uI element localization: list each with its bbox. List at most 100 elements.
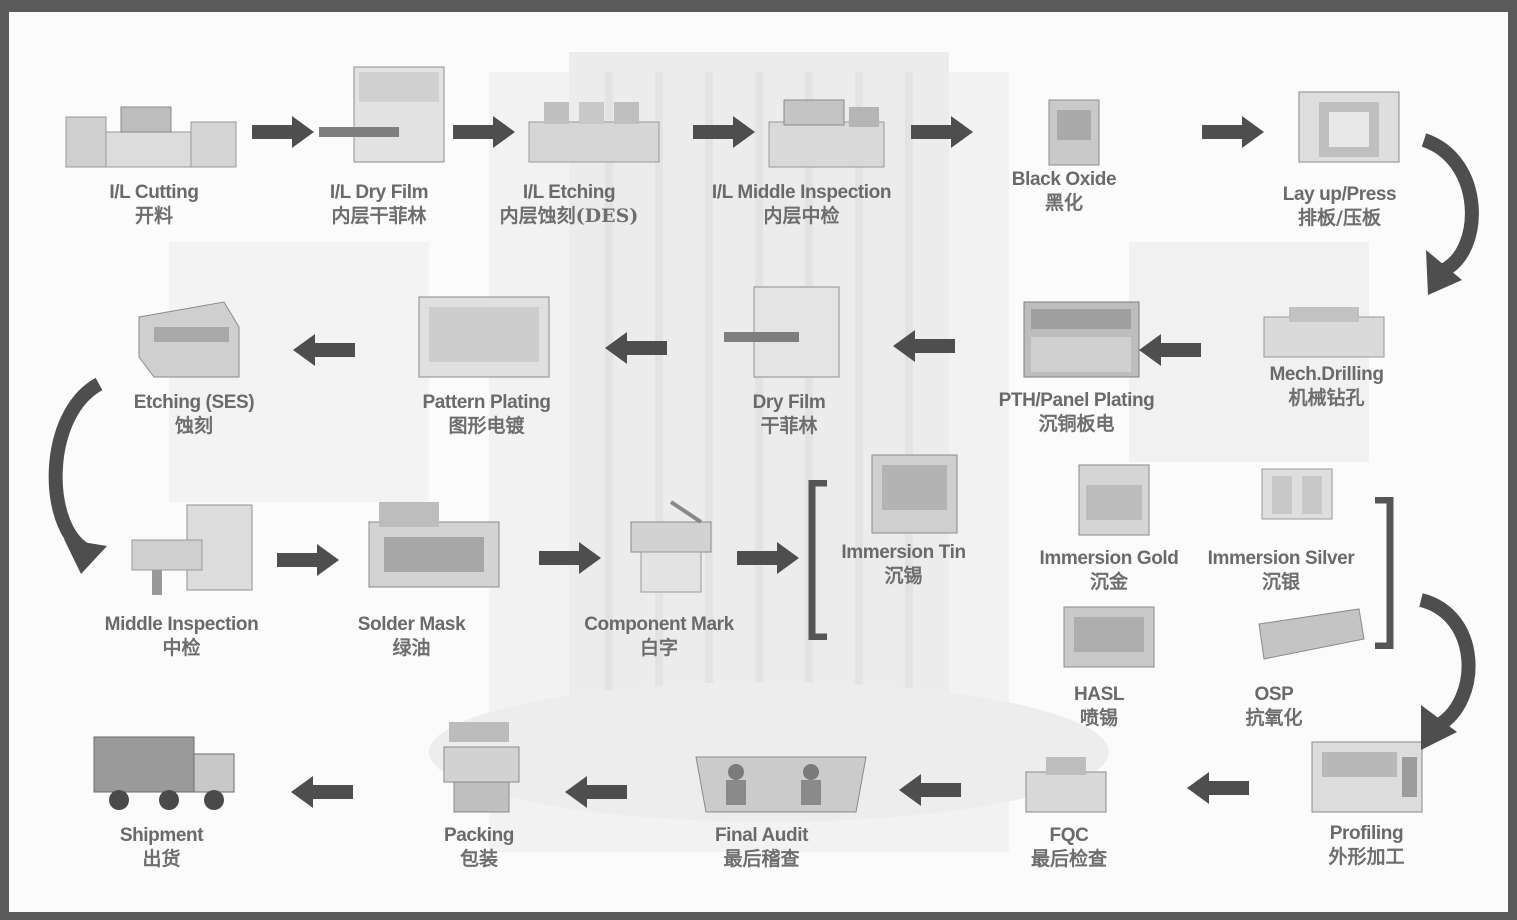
step-mech-drilling: Mech.Drilling 机械钻孔 [1239, 364, 1414, 410]
step-pattern-plating: Pattern Plating 图形电镀 [394, 392, 579, 438]
step-il-etching: I/L Etching 内层蚀刻(DES) [479, 182, 659, 228]
il-cutting-machine-image [61, 102, 241, 172]
arrow-right-4 [911, 116, 975, 148]
step-label-cn: 内层蚀刻(DES) [500, 204, 639, 228]
step-black-oxide: Black Oxide 黑化 [984, 169, 1144, 215]
step-label-en: I/L Middle Inspection [712, 182, 891, 204]
step-label-cn: 开料 [135, 204, 173, 228]
pth-panel-plating-machine-image [1019, 297, 1144, 382]
immersion-silver-machine-image [1257, 464, 1337, 524]
step-osp: OSP 抗氧化 [1219, 684, 1329, 730]
hasl-machine-image [1059, 597, 1159, 672]
step-label-cn: 沉锡 [884, 564, 922, 588]
osp-machine-image [1254, 604, 1369, 664]
step-fqc: FQC 最后检查 [1004, 825, 1134, 871]
step-label-cn: 沉金 [1090, 570, 1128, 594]
curved-arrow-right-bottom [1409, 590, 1484, 755]
step-immersion-silver: Immersion Silver 沉银 [1191, 548, 1371, 594]
step-label-en: Final Audit [715, 825, 808, 847]
step-dry-film: Dry Film 干菲林 [719, 392, 859, 438]
arrow-right-5 [1202, 116, 1266, 148]
arrow-right-6 [277, 544, 341, 576]
step-label-cn: 白字 [640, 636, 678, 660]
step-label-cn: 抗氧化 [1245, 706, 1302, 730]
step-label-en: Shipment [120, 825, 203, 847]
arrow-left-1 [1137, 334, 1201, 366]
step-label-cn: 喷锡 [1080, 706, 1118, 730]
step-pth-panel-plating: PTH/Panel Plating 沉铜板电 [969, 390, 1184, 436]
step-label-en: Packing [444, 825, 514, 847]
dry-film-machine-image [719, 282, 844, 382]
step-label-en: I/L Dry Film [330, 182, 428, 204]
arrow-left-5 [1185, 772, 1249, 804]
step-label-cn: 干菲林 [760, 414, 817, 438]
il-dry-film-machine-image [314, 62, 449, 167]
il-middle-inspection-machine-image [764, 92, 889, 172]
etching-ses-machine-image [134, 297, 244, 382]
black-oxide-machine-image [1039, 90, 1109, 170]
step-label-en: Profiling [1330, 823, 1403, 845]
step-label-cn: 沉银 [1262, 570, 1300, 594]
step-label-en: Pattern Plating [422, 392, 550, 414]
step-label-cn: 图形电镀 [448, 414, 524, 438]
step-label-cn: 中检 [162, 636, 200, 660]
step-label-en: OSP [1255, 684, 1294, 706]
step-label-en: Lay up/Press [1283, 184, 1396, 206]
step-label-cn: 黑化 [1045, 191, 1083, 215]
arrow-left-6 [897, 774, 961, 806]
step-etching-ses: Etching (SES) 蚀刻 [104, 392, 284, 438]
curved-arrow-left [39, 374, 114, 579]
step-label-cn: 蚀刻 [175, 414, 213, 438]
step-label-en: PTH/Panel Plating [999, 390, 1155, 412]
middle-inspection-machine-image [127, 500, 257, 600]
step-profiling: Profiling 外形加工 [1299, 823, 1434, 869]
step-label-en: I/L Cutting [109, 182, 198, 204]
step-label-en: FQC [1050, 825, 1089, 847]
il-etching-machine-image [524, 97, 664, 167]
arrow-right-2 [453, 116, 517, 148]
lay-up-press-machine-image [1294, 87, 1404, 167]
arrow-left-7 [563, 776, 627, 808]
step-label-en: Immersion Gold [1039, 548, 1178, 570]
fqc-machine-image [1021, 752, 1111, 817]
step-label-cn: 沉铜板电 [1038, 412, 1114, 436]
step-label-cn: 内层中检 [763, 204, 839, 228]
step-final-audit: Final Audit 最后稽查 [689, 825, 834, 871]
step-component-mark: Component Mark 白字 [554, 614, 764, 660]
arrow-right-8 [737, 542, 801, 574]
step-label-cn: 绿油 [392, 636, 430, 660]
step-immersion-tin: Immersion Tin 沉锡 [821, 542, 986, 588]
step-solder-mask: Solder Mask 绿油 [329, 614, 494, 660]
step-label-cn: 出货 [142, 847, 180, 871]
step-label-en: Etching (SES) [134, 392, 254, 414]
step-label-cn: 外形加工 [1328, 845, 1404, 869]
shipment-truck-image [89, 732, 239, 817]
bracket-right [1373, 497, 1395, 649]
curved-arrow-right-top [1414, 130, 1489, 302]
step-label-en: Middle Inspection [105, 614, 259, 636]
arrow-right-1 [252, 116, 316, 148]
arrow-left-3 [603, 332, 667, 364]
immersion-tin-machine-image [867, 450, 962, 538]
arrow-right-7 [539, 542, 603, 574]
step-label-en: Black Oxide [1012, 169, 1116, 191]
step-middle-inspection: Middle Inspection 中检 [79, 614, 284, 660]
step-il-middle-inspection: I/L Middle Inspection 内层中检 [689, 182, 914, 228]
step-il-cutting: I/L Cutting 开料 [69, 182, 239, 228]
step-label-en: HASL [1074, 684, 1124, 706]
step-label-cn: 包装 [460, 847, 498, 871]
step-shipment: Shipment 出货 [94, 825, 229, 871]
step-label-cn: 内层干菲林 [331, 204, 426, 228]
step-label-cn: 最后检查 [1031, 847, 1107, 871]
step-label-cn: 机械钻孔 [1288, 386, 1364, 410]
step-label-en: Immersion Silver [1208, 548, 1355, 570]
immersion-gold-machine-image [1074, 460, 1154, 540]
component-mark-machine-image [621, 497, 721, 597]
step-label-en: Mech.Drilling [1269, 364, 1383, 386]
arrow-right-3 [693, 116, 757, 148]
arrow-left-4 [291, 334, 355, 366]
step-label-cn: 排板/压板 [1298, 206, 1381, 230]
step-label-en: Dry Film [753, 392, 826, 414]
step-label-en: I/L Etching [523, 182, 615, 204]
